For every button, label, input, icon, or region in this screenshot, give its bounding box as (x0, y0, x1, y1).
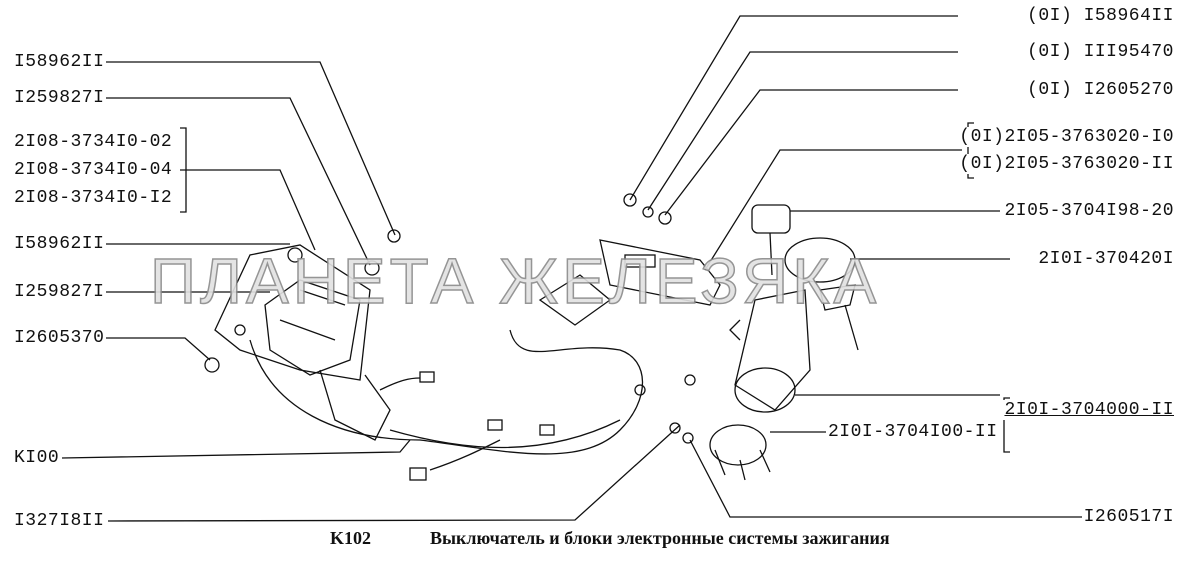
part-label: 2I0I-3704I00-II (826, 422, 1000, 442)
leader-lines (61, 15, 1085, 522)
ignition-module-drawing (204, 229, 401, 441)
watermark: ПЛАНЕТА ЖЕЛЕЗЯКА (149, 244, 881, 318)
part-label: 2I0I-370420I (1036, 249, 1176, 269)
relay-block-drawing (599, 193, 721, 306)
part-label: (0I) III95470 (1025, 42, 1176, 62)
part-label: I259827I (12, 282, 107, 302)
assembly-label: 2I0I-3704000-II (1002, 400, 1176, 420)
part-label: I58962II (12, 234, 107, 254)
wiring-harness-drawing (249, 274, 696, 481)
part-label: I327I8II (12, 511, 107, 531)
part-label: (0I) I2605270 (1025, 80, 1176, 100)
figure-title: Выключатель и блоки электронные системы … (430, 528, 890, 548)
ignition-switch-drawing (669, 204, 859, 481)
part-label: KI00 (12, 448, 62, 468)
part-label: I58962II (12, 52, 107, 72)
part-label: 2I05-3704I98-20 (1002, 201, 1176, 221)
figure-code: K102 (330, 528, 372, 548)
part-label: (0I)2I05-3763020-I0 (957, 127, 1176, 147)
part-label: 2I08-3734I0-02 (12, 132, 175, 152)
part-label: I260517I (1081, 507, 1176, 527)
part-label: 2I08-3734I0-04 (12, 160, 175, 180)
part-label: (0I) I58964II (1025, 6, 1176, 26)
part-label: I2605370 (12, 328, 107, 348)
part-label: I259827I (12, 88, 107, 108)
part-label: 2I08-3734I0-I2 (12, 188, 175, 208)
part-label: (0I)2I05-3763020-II (957, 154, 1176, 174)
